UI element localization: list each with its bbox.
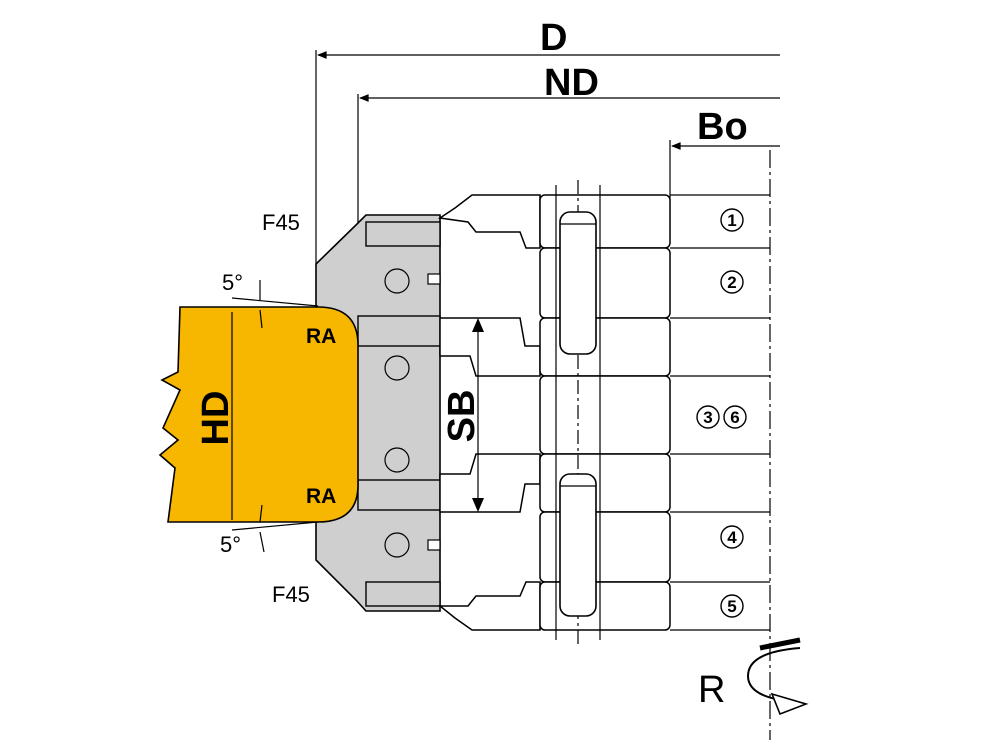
rotation-indicator: R	[698, 637, 809, 716]
dimension-nd: ND	[357, 62, 780, 230]
dimension-sb: SB	[441, 318, 484, 512]
dimension-d: D	[315, 17, 780, 265]
dimension-bo-label: Bo	[697, 106, 748, 148]
svg-text:1: 1	[727, 211, 736, 230]
part-callout-5: 5	[720, 594, 744, 618]
svg-text:4: 4	[727, 528, 737, 547]
angle-top-label: 5°	[222, 270, 243, 295]
part-callout-2: 2	[720, 270, 744, 294]
part-callout-6: 6	[723, 405, 747, 429]
dimension-bo: Bo	[669, 106, 780, 200]
hub-plates	[539, 180, 770, 645]
svg-text:3: 3	[703, 408, 712, 427]
part-callout-3: 3	[696, 405, 720, 429]
hd-label: HD	[195, 391, 237, 446]
part-callout-1: 1	[720, 208, 744, 232]
ra-top-label: RA	[306, 325, 336, 348]
dimension-d-label: D	[540, 17, 567, 59]
ra-bottom-label: RA	[306, 485, 336, 508]
svg-text:5: 5	[727, 597, 736, 616]
sb-label: SB	[441, 390, 483, 443]
dimension-nd-label: ND	[544, 62, 599, 104]
angle-marker-top: 5°	[222, 270, 319, 329]
part-callout-4: 4	[720, 525, 744, 549]
angle-marker-bottom: 5°	[220, 504, 319, 557]
angle-bottom-label: 5°	[220, 532, 241, 557]
svg-text:6: 6	[730, 408, 739, 427]
workpiece: HD RA RA	[158, 306, 359, 523]
rotation-label: R	[698, 669, 725, 711]
f45-bottom-label: F45	[272, 582, 310, 607]
knife-clamps	[437, 194, 541, 631]
svg-text:2: 2	[727, 273, 736, 292]
f45-top-label: F45	[262, 210, 300, 235]
